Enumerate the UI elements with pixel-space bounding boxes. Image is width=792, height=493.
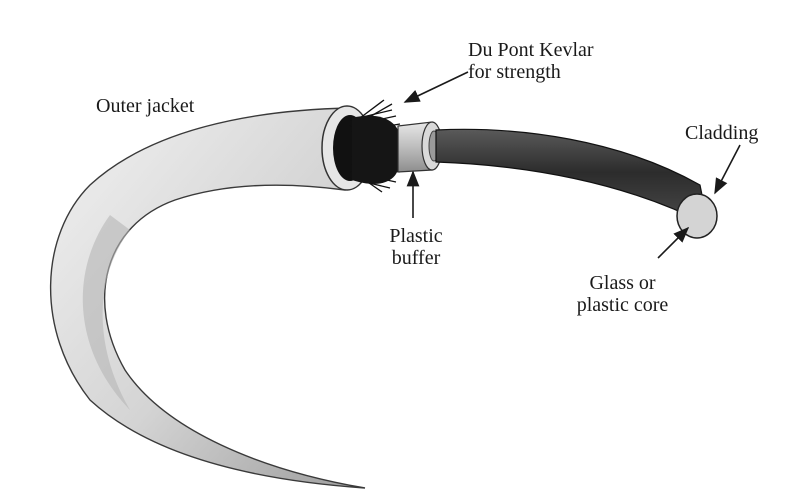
core-end <box>677 194 717 238</box>
label-cladding: Cladding <box>685 122 758 144</box>
kevlar-mass <box>352 116 402 184</box>
label-plastic-buffer: Plastic buffer <box>376 225 456 269</box>
label-core: Glass or plastic core <box>560 272 685 316</box>
label-kevlar-line1: Du Pont Kevlar <box>468 39 594 61</box>
kevlar-arrow <box>405 72 468 102</box>
label-core-line2: plastic core <box>560 294 685 316</box>
label-kevlar: Du Pont Kevlar for strength <box>468 39 594 83</box>
label-plastic-buffer-line2: buffer <box>376 247 456 269</box>
cladding <box>436 129 708 225</box>
label-plastic-buffer-line1: Plastic <box>376 225 456 247</box>
label-kevlar-line2: for strength <box>468 61 594 83</box>
core-arrow <box>658 228 688 258</box>
label-outer-jacket: Outer jacket <box>96 95 194 117</box>
label-core-line1: Glass or <box>560 272 685 294</box>
cladding-arrow <box>715 145 740 193</box>
